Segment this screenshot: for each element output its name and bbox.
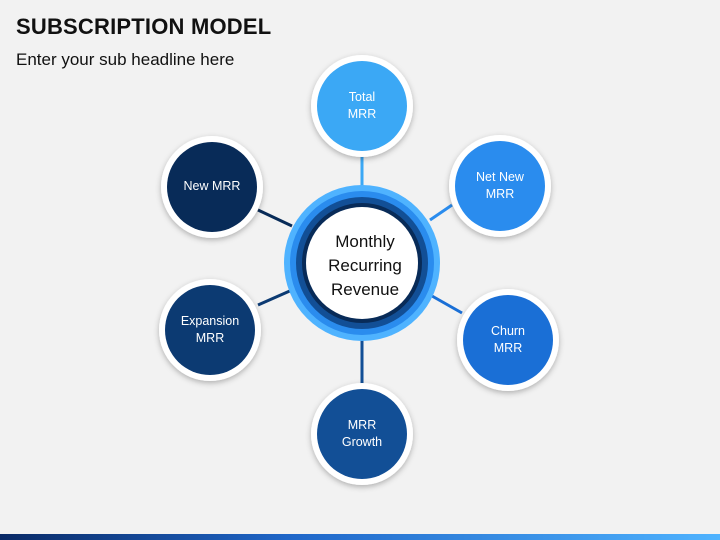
node-label-new-mrr: New MRR bbox=[183, 179, 241, 193]
node-net-new-mrr bbox=[449, 135, 551, 237]
connectors bbox=[257, 155, 463, 385]
page-title: SUBSCRIPTION MODEL bbox=[16, 14, 272, 39]
connector-new-mrr bbox=[257, 208, 293, 228]
node-churn-mrr bbox=[457, 289, 559, 391]
page-subtitle: Enter your sub headline here bbox=[16, 50, 235, 69]
bottom-accent-bar bbox=[0, 534, 720, 540]
center-label: Monthly Recurring Revenue bbox=[328, 232, 402, 299]
connector-churn-mrr bbox=[431, 294, 463, 315]
connector-net-new-mrr bbox=[429, 203, 453, 222]
hub-center-disc bbox=[306, 207, 418, 319]
node-label-churn-mrr: Churn MRR bbox=[490, 324, 526, 355]
node-mrr-growth bbox=[311, 383, 413, 485]
node-total-mrr bbox=[311, 55, 413, 157]
node-label-net-new-mrr: Net New MRR bbox=[476, 170, 524, 201]
node-label-total-mrr: Total MRR bbox=[347, 90, 377, 121]
node-label-mrr-growth: MRR Growth bbox=[341, 418, 383, 449]
node-new-mrr bbox=[161, 136, 263, 238]
connector-expansion-mrr bbox=[257, 288, 293, 307]
node-label-expansion-mrr: Expansion MRR bbox=[180, 314, 240, 345]
center-hub bbox=[284, 185, 440, 341]
node-expansion-mrr bbox=[159, 279, 261, 381]
